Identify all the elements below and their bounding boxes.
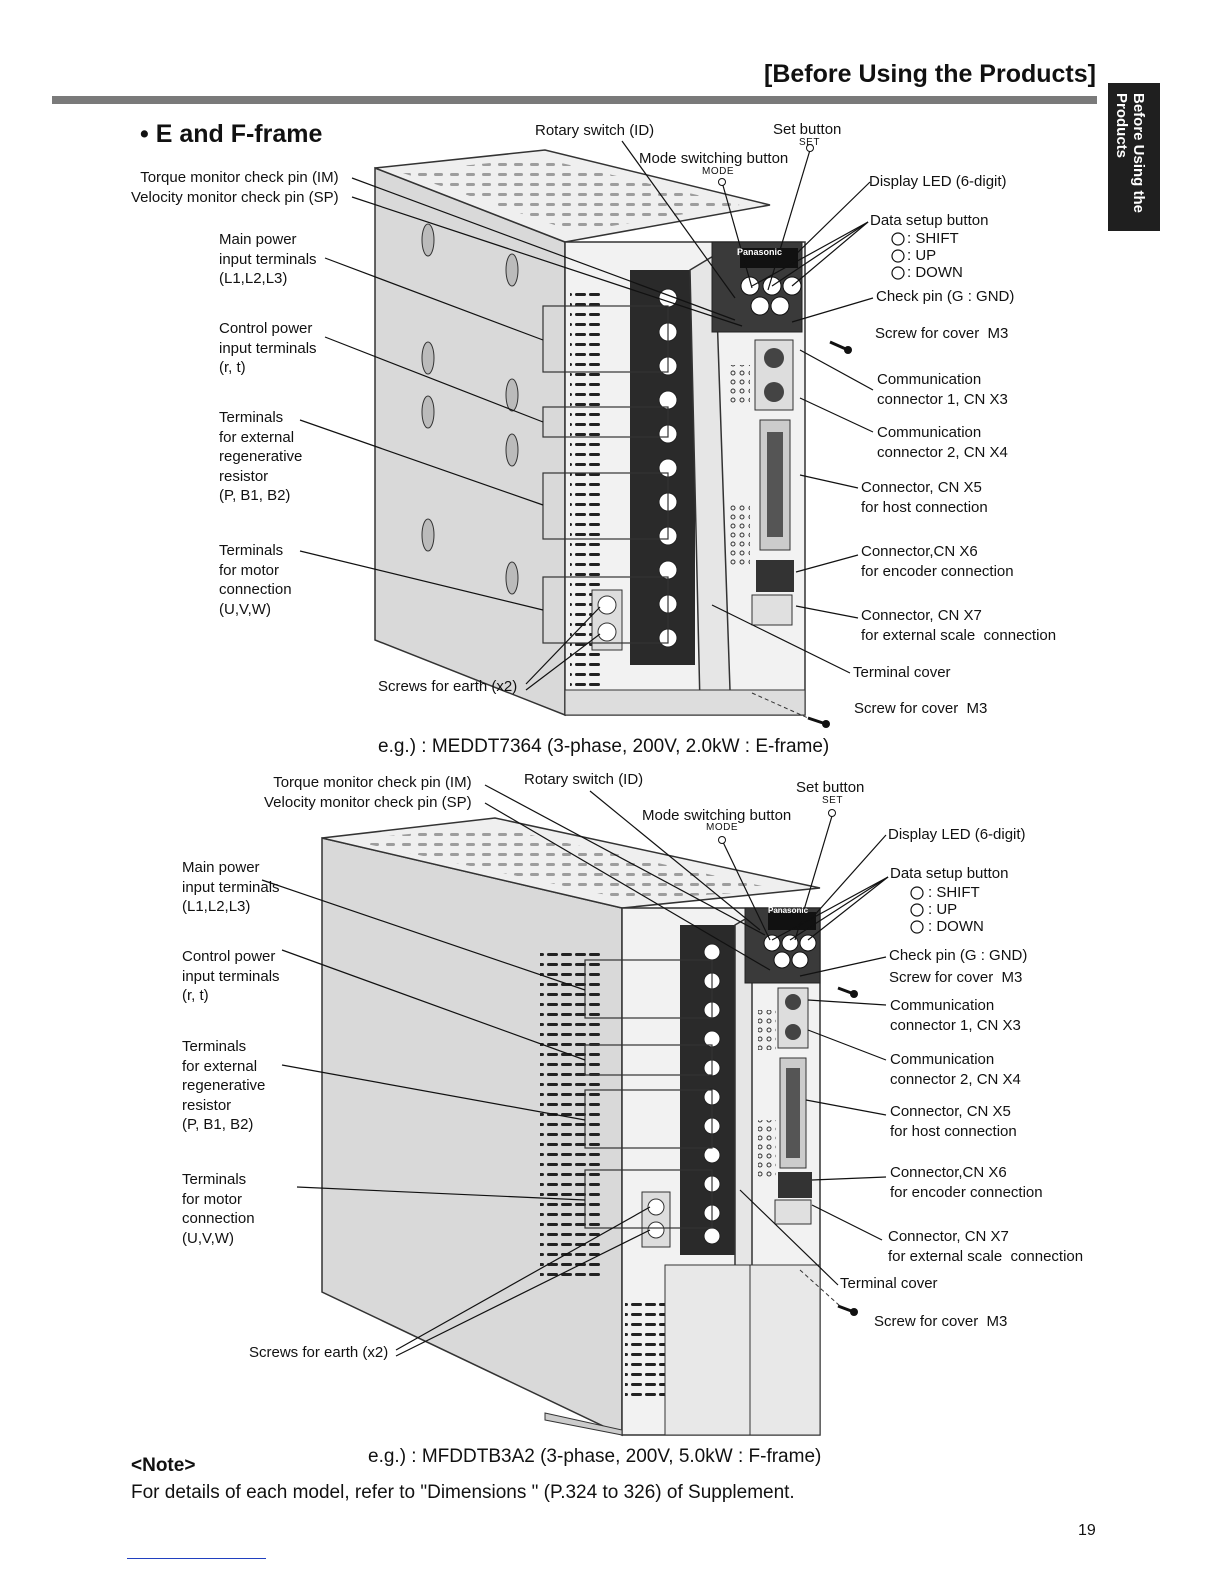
e-mode-small-label: MODE xyxy=(702,166,734,177)
e-motor-label: Terminals for motor connection (U,V,W) xyxy=(219,541,292,619)
note-text: For details of each model, refer to "Dim… xyxy=(131,1482,795,1504)
f-display-led-label: Display LED (6-digit) xyxy=(888,825,1026,845)
e-data-setup-label: Data setup button xyxy=(870,211,988,231)
e-cn-x4-label: Communication connector 2, CN X4 xyxy=(877,423,1008,462)
e-frame-drive xyxy=(375,150,852,728)
e-cn-x3-label: Communication connector 1, CN X3 xyxy=(877,370,1008,409)
f-cn-x5-label: Connector, CN X5 for host connection xyxy=(890,1102,1017,1141)
f-rotary-switch-label: Rotary switch (ID) xyxy=(524,770,643,790)
f-cn-x3-label: Communication connector 1, CN X3 xyxy=(890,996,1021,1035)
e-cn-x6-label: Connector,CN X6 for encoder connection xyxy=(861,542,1014,581)
e-terminal-cover-label: Terminal cover xyxy=(853,663,951,683)
e-screw-cover-top-label: Screw for cover M3 xyxy=(875,324,1008,344)
brand-mark: Panasonic xyxy=(768,906,808,915)
f-motor-label: Terminals for motor connection (U,V,W) xyxy=(182,1170,255,1248)
f-mode-small-label: MODE xyxy=(706,822,738,833)
f-cn-x6-label: Connector,CN X6 for encoder connection xyxy=(890,1163,1043,1202)
e-main-power-label: Main power input terminals (L1,L2,L3) xyxy=(219,230,317,289)
page-number: 19 xyxy=(1078,1522,1096,1540)
f-data-setup-label: Data setup button xyxy=(890,864,1008,884)
f-main-power-label: Main power input terminals (L1,L2,L3) xyxy=(182,858,280,917)
f-cn-x7-label: Connector, CN X7 for external scale conn… xyxy=(888,1227,1083,1266)
e-control-power-label: Control power input terminals (r, t) xyxy=(219,319,317,378)
f-check-pins-label: Torque monitor check pin (IM) Velocity m… xyxy=(264,773,472,812)
e-cn-x7-label: Connector, CN X7 for external scale conn… xyxy=(861,606,1056,645)
e-check-pin-gnd-label: Check pin (G : GND) xyxy=(876,287,1014,307)
f-down-label: : DOWN xyxy=(928,917,984,937)
f-screws-earth-label: Screws for earth (x2) xyxy=(249,1343,388,1363)
e-cn-x5-label: Connector, CN X5 for host connection xyxy=(861,478,988,517)
note-heading: <Note> xyxy=(131,1455,195,1477)
f-set-small-label: SET xyxy=(822,795,843,806)
e-set-small-label: SET xyxy=(799,137,820,148)
e-display-led-label: Display LED (6-digit) xyxy=(869,172,1007,192)
e-check-pins-label: Torque monitor check pin (IM) Velocity m… xyxy=(131,168,339,207)
e-down-label: : DOWN xyxy=(907,263,963,283)
e-rotary-switch-label: Rotary switch (ID) xyxy=(535,121,654,141)
f-cn-x4-label: Communication connector 2, CN X4 xyxy=(890,1050,1021,1089)
footer-link-rule xyxy=(127,1558,266,1559)
f-check-pin-gnd-label: Check pin (G : GND) xyxy=(889,946,1027,966)
f-screw-cover-bottom-label: Screw for cover M3 xyxy=(874,1312,1007,1332)
brand-mark: Panasonic xyxy=(737,247,782,257)
e-frame-caption: e.g.) : MEDDT7364 (3-phase, 200V, 2.0kW … xyxy=(378,736,829,758)
f-frame-caption: e.g.) : MFDDTB3A2 (3-phase, 200V, 5.0kW … xyxy=(368,1446,821,1468)
f-screw-cover-top-label: Screw for cover M3 xyxy=(889,968,1022,988)
e-regen-label: Terminals for external regenerative resi… xyxy=(219,408,302,506)
e-screws-earth-label: Screws for earth (x2) xyxy=(378,677,517,697)
f-regen-label: Terminals for external regenerative resi… xyxy=(182,1037,265,1135)
f-terminal-cover-label: Terminal cover xyxy=(840,1274,938,1294)
f-control-power-label: Control power input terminals (r, t) xyxy=(182,947,280,1006)
e-screw-cover-bottom-label: Screw for cover M3 xyxy=(854,699,987,719)
